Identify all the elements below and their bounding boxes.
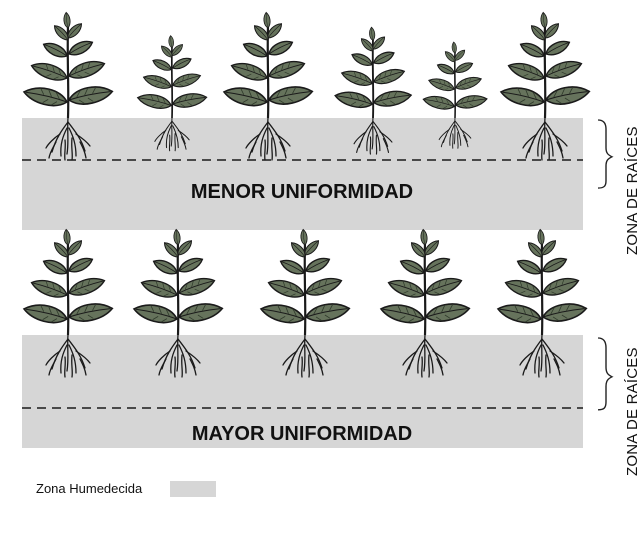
bottom-root-zone-brace [597,337,613,411]
top-side-label: ZONA DE RAÍCES [624,126,641,255]
legend-swatch [170,481,216,497]
top-wet-zone [22,118,583,230]
bottom-side-label: ZONA DE RAÍCES [624,347,641,476]
legend-label: Zona Humedecida [36,481,143,496]
top-ground-label: MENOR UNIFORMIDAD [191,181,413,203]
bottom-ground-label: MAYOR UNIFORMIDAD [192,423,412,445]
top-panel: MENOR UNIFORMIDAD ZONA DE RAÍCES [22,12,641,255]
bottom-wet-zone [22,335,583,448]
bottom-panel: MAYOR UNIFORMIDAD ZONA DE RAÍCES [22,229,641,476]
top-root-zone-brace [597,119,613,189]
legend: Zona Humedecida [36,481,216,497]
